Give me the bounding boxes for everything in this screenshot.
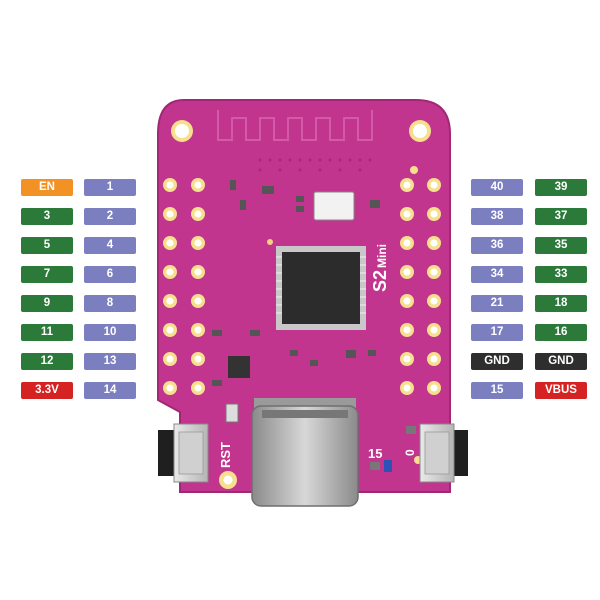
- pin-label: 13: [84, 353, 136, 370]
- pin-label: 21: [471, 295, 523, 312]
- mounting-hole-right: [409, 120, 431, 142]
- pin-label: EN: [21, 179, 73, 196]
- pin-label: 12: [21, 353, 73, 370]
- rst-button: [158, 423, 209, 483]
- pin-label: GND: [471, 353, 523, 370]
- boot-button: [419, 423, 468, 483]
- silk-s2: S2: [370, 270, 390, 292]
- pin-label: 3: [21, 208, 73, 225]
- pin-label: 9: [21, 295, 73, 312]
- pin-label: GND: [535, 353, 587, 370]
- pin-label: 4: [84, 237, 136, 254]
- pin-label: 14: [84, 382, 136, 399]
- pin-label: 2: [84, 208, 136, 225]
- pin-label: 1: [84, 179, 136, 196]
- pin-label: 18: [535, 295, 587, 312]
- silk-rst: RST: [218, 442, 233, 468]
- pin-label: 33: [535, 266, 587, 283]
- pin-label: 37: [535, 208, 587, 225]
- antenna-trace: [217, 110, 373, 141]
- pin-label: 8: [84, 295, 136, 312]
- pin-label: 35: [535, 237, 587, 254]
- pin-label: 17: [471, 324, 523, 341]
- silk-pin-15: 15: [368, 446, 382, 461]
- pad-bottom-left: [219, 471, 237, 489]
- smd-components: [212, 180, 416, 472]
- pin-label: VBUS: [535, 382, 587, 399]
- pin-label: 40: [471, 179, 523, 196]
- pin-label: 7: [21, 266, 73, 283]
- silk-zero: 0: [403, 449, 417, 456]
- mounting-hole-left: [171, 120, 193, 142]
- crystal: [313, 191, 355, 221]
- pin-label: 38: [471, 208, 523, 225]
- pin-label: 11: [21, 324, 73, 341]
- pin-label: 3.3V: [21, 382, 73, 399]
- pin-label: 5: [21, 237, 73, 254]
- esp32-s2-chip: [276, 246, 366, 330]
- pin-label: 36: [471, 237, 523, 254]
- pin-label: 6: [84, 266, 136, 283]
- pin-label: 10: [84, 324, 136, 341]
- via-field: [258, 158, 372, 172]
- pin-label: 15: [471, 382, 523, 399]
- silk-mini: Mini: [375, 244, 389, 268]
- pin-label: 34: [471, 266, 523, 283]
- usb-c-connector: [251, 398, 359, 507]
- pin-label: 16: [535, 324, 587, 341]
- pin-label: 39: [535, 179, 587, 196]
